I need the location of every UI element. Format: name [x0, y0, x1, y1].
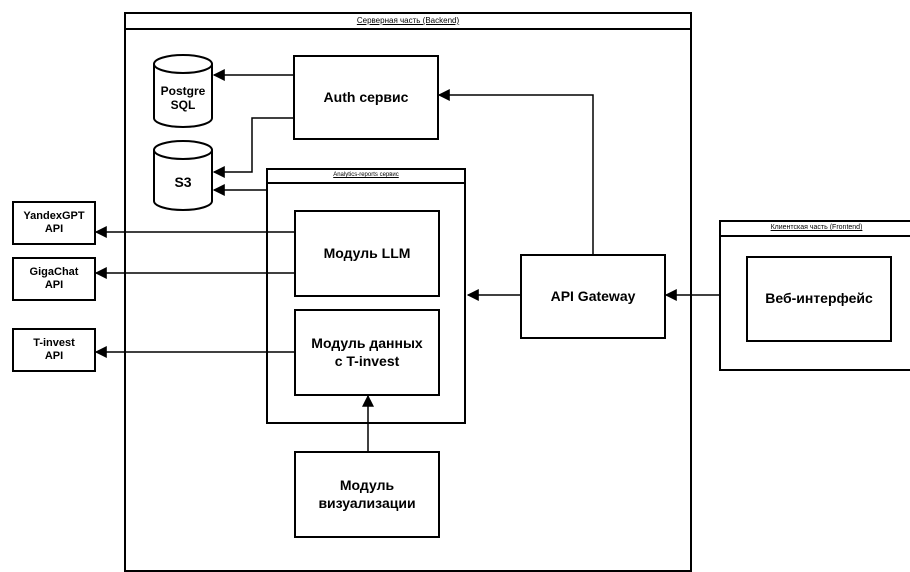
api-gateway-box: API Gateway	[520, 254, 666, 339]
llm-module-box: Модуль LLM	[294, 210, 440, 297]
postgresql-label: Postgre SQL	[160, 84, 206, 112]
s3-label: S3	[174, 173, 192, 190]
arrow-auth-to-s3	[212, 117, 293, 178]
tinvest-api-box: T-invest API	[12, 328, 96, 372]
analytics-container: Analytics-reports сервис	[266, 168, 466, 424]
arrow-gateway-to-auth	[437, 89, 594, 254]
tinvest-data-module-box: Модуль данных с T-invest	[294, 309, 440, 396]
analytics-container-title: Analytics-reports сервис	[268, 170, 464, 184]
frontend-container-title: Клиентская часть (Frontend)	[721, 222, 910, 237]
gigachat-api-box: GigaChat API	[12, 257, 96, 301]
connectors	[94, 54, 719, 451]
postgresql-cylinder-icon	[153, 54, 213, 128]
yandexgpt-api-box: YandexGPT API	[12, 201, 96, 245]
backend-container-title: Серверная часть (Backend)	[126, 14, 690, 30]
auth-service-box: Auth сервис	[293, 55, 439, 140]
visualization-module-box: Модуль визуализации	[294, 451, 440, 538]
frontend-container: Клиентская часть (Frontend)	[719, 220, 910, 371]
s3-cylinder-icon	[153, 140, 213, 211]
web-interface-box: Веб-интерфейс	[746, 256, 892, 342]
